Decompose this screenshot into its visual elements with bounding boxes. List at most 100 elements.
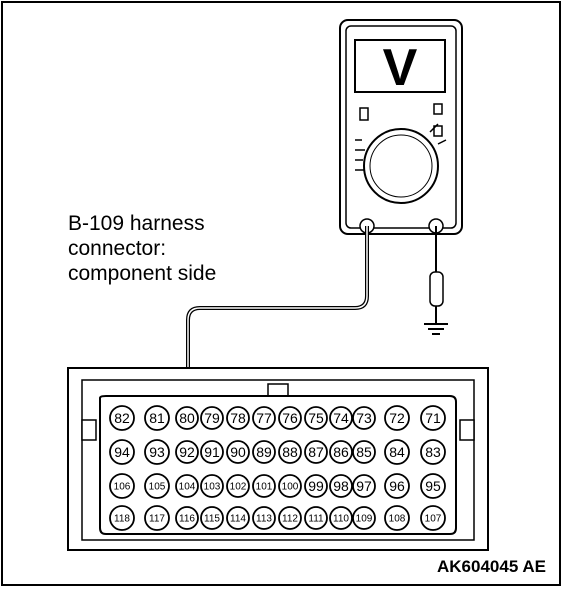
pin-label-106: 106: [114, 482, 131, 493]
meter-display: [354, 39, 446, 93]
pin-face: [99, 395, 457, 535]
pin-80: [175, 406, 199, 430]
pin-74: [329, 406, 353, 430]
pin-83: [420, 439, 446, 465]
pin-label-98: 98: [333, 478, 349, 494]
pin-88: [278, 440, 302, 464]
pin-78: [226, 406, 250, 430]
pin-label-82: 82: [114, 410, 130, 426]
pin-101: [252, 474, 276, 498]
pin-label-91: 91: [204, 444, 220, 460]
pin-85: [352, 440, 376, 464]
pin-102: [226, 474, 250, 498]
housing-lock-right: [459, 419, 475, 441]
pin-96: [384, 473, 410, 499]
connector-label-line1: B-109 harness: [68, 212, 205, 235]
pin-100: [278, 474, 302, 498]
pin-label-103: 103: [204, 482, 221, 493]
pin-label-101: 101: [256, 482, 273, 493]
pin-label-72: 72: [389, 410, 405, 426]
pin-99: [304, 474, 328, 498]
pin-label-90: 90: [230, 444, 246, 460]
pin-label-97: 97: [356, 478, 372, 494]
housing-inner: [81, 379, 475, 541]
pin-label-73: 73: [356, 410, 372, 426]
meter-bezel: [345, 25, 457, 229]
pin-105: [144, 473, 170, 499]
pin-89: [252, 440, 276, 464]
pin-label-118: 118: [114, 514, 130, 525]
pin-103: [200, 474, 224, 498]
meter-button-right-bottom: [433, 125, 443, 137]
pin-104: [175, 474, 199, 498]
pin-81: [144, 405, 170, 431]
pin-label-89: 89: [256, 444, 272, 460]
pin-117: [144, 505, 170, 531]
pin-label-95: 95: [425, 478, 441, 494]
pin-label-109: 109: [356, 514, 373, 525]
pin-label-102: 102: [230, 482, 247, 493]
pin-label-100: 100: [282, 482, 299, 493]
pin-108: [384, 505, 410, 531]
pin-73: [352, 406, 376, 430]
pin-label-86: 86: [333, 444, 349, 460]
meter-range-marks: [355, 139, 365, 171]
pin-106: [109, 473, 135, 499]
pin-86: [329, 440, 353, 464]
pin-118: [109, 505, 135, 531]
pin-115: [200, 506, 224, 530]
pin-113: [252, 506, 276, 530]
pin-75: [304, 406, 328, 430]
ground-lead: [424, 226, 448, 335]
pin-label-78: 78: [230, 410, 246, 426]
pin-label-108: 108: [389, 514, 406, 525]
pin-label-80: 80: [179, 410, 195, 426]
pin-label-88: 88: [282, 444, 298, 460]
pin-label-117: 117: [149, 514, 165, 525]
pin-label-83: 83: [425, 444, 441, 460]
pin-98: [329, 474, 353, 498]
pin-84: [384, 439, 410, 465]
pin-97: [352, 474, 376, 498]
pin-114: [226, 506, 250, 530]
pin-116: [175, 506, 199, 530]
probe-lead-inner: [187, 226, 368, 430]
pin-90: [226, 440, 250, 464]
meter-dial-inner: [369, 134, 433, 198]
meter-dial: [363, 128, 439, 204]
pin-label-107: 107: [425, 514, 442, 525]
pin-label-115: 115: [204, 514, 220, 525]
pin-79: [200, 406, 224, 430]
pin-label-79: 79: [204, 410, 220, 426]
pin-label-104: 104: [179, 482, 196, 493]
figure-code: AK604045 AE: [437, 557, 546, 576]
pin-label-93: 93: [149, 444, 165, 460]
pin-95: [420, 473, 446, 499]
pin-label-84: 84: [389, 444, 405, 460]
pin-label-112: 112: [282, 514, 298, 525]
pin-label-111: 111: [308, 514, 324, 525]
pin-92: [175, 440, 199, 464]
pin-label-81: 81: [149, 410, 165, 426]
pin-label-85: 85: [356, 444, 372, 460]
pin-72: [384, 405, 410, 431]
pin-93: [144, 439, 170, 465]
pin-label-74: 74: [333, 410, 349, 426]
meter-button-left: [359, 107, 369, 121]
connector-housing: [67, 367, 489, 551]
pin-71: [420, 405, 446, 431]
pin-107: [420, 505, 446, 531]
pin-label-75: 75: [308, 410, 324, 426]
pin-label-94: 94: [114, 444, 130, 460]
pin-76: [278, 406, 302, 430]
pin-82: [109, 405, 135, 431]
pin-94: [109, 439, 135, 465]
pin-label-110: 110: [333, 514, 349, 525]
ground-probe: [429, 271, 444, 307]
pin-109: [352, 506, 376, 530]
pin-label-116: 116: [179, 514, 195, 525]
housing-lock-left: [81, 419, 97, 441]
